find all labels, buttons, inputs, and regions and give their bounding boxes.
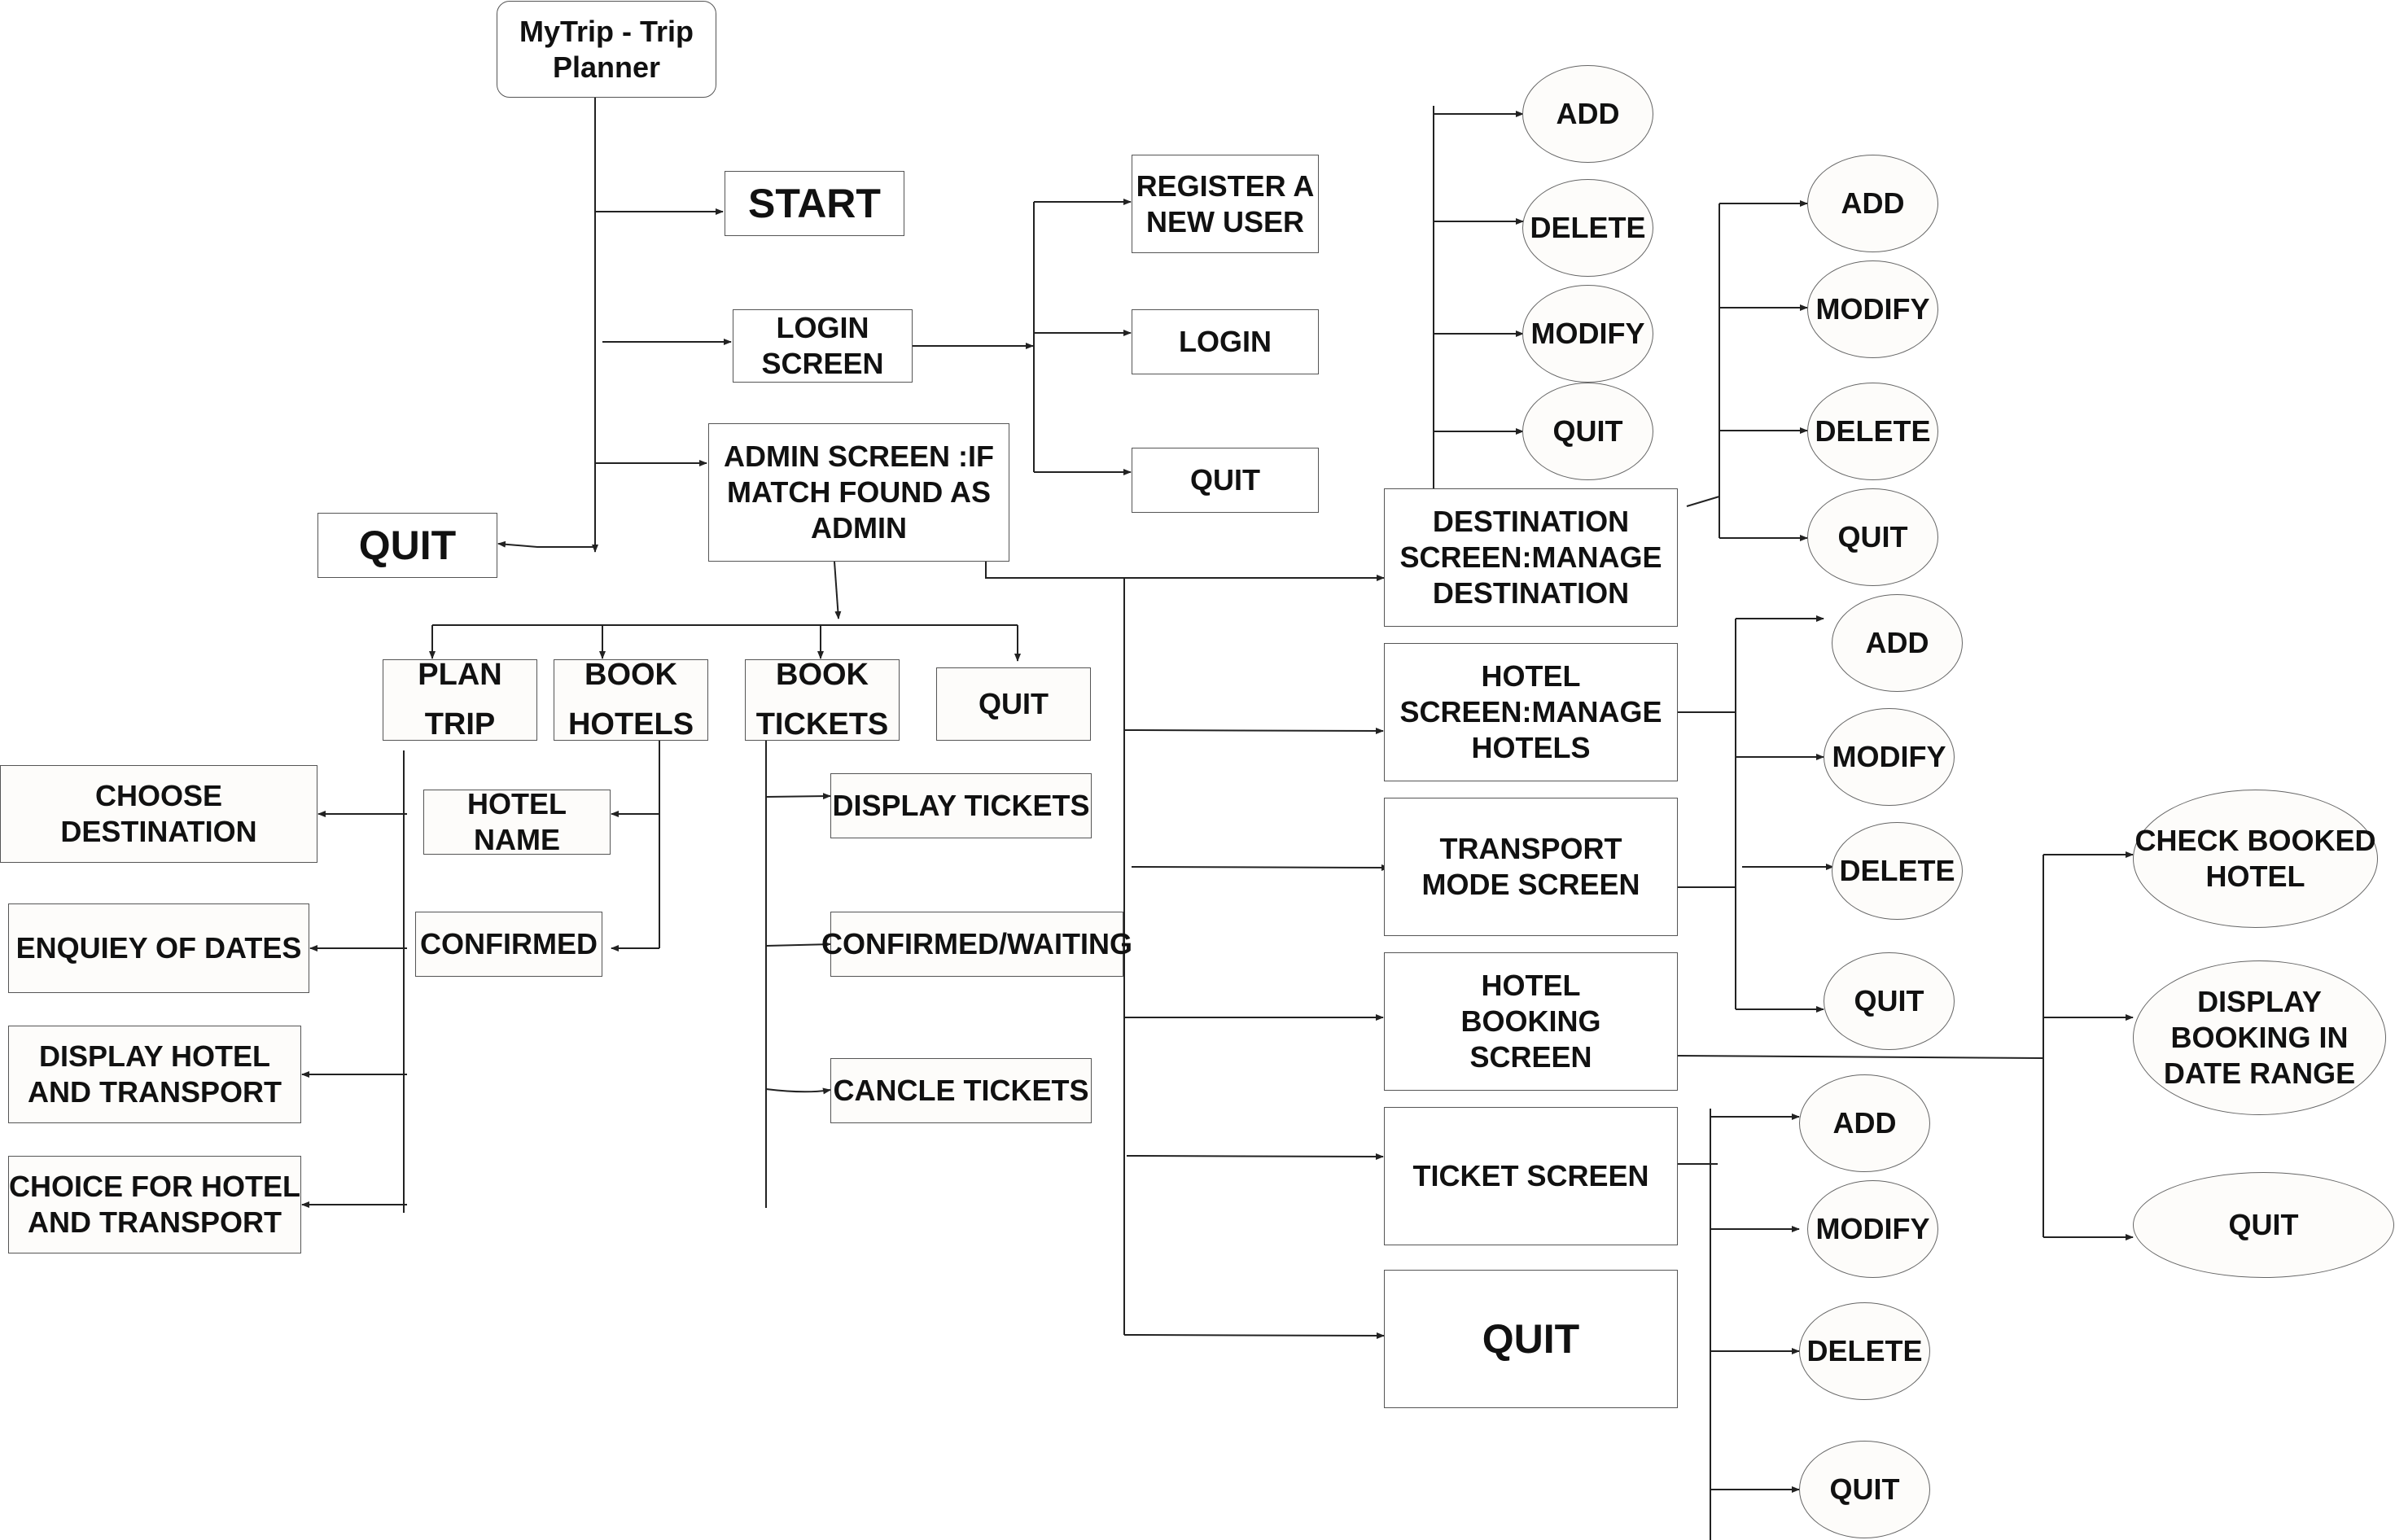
dest-quit-node: QUIT — [1807, 488, 1938, 586]
admin-screen-node: ADMIN SCREEN :IF MATCH FOUND AS ADMIN — [708, 423, 1009, 562]
check-booked-hotel-node: CHECK BOOKED HOTEL — [2133, 790, 2378, 928]
display-tickets-node: DISPLAY TICKETS — [830, 773, 1092, 838]
hotel-modify-node: MODIFY — [1824, 708, 1955, 806]
display-hotel-transport-node: DISPLAY HOTEL AND TRANSPORT — [8, 1026, 301, 1123]
register-user-node: REGISTER A NEW USER — [1132, 155, 1319, 253]
dest-top-modify-node: MODIFY — [1522, 285, 1653, 383]
plan-trip-node: PLAN TRIP — [383, 658, 537, 742]
root-title-node: MyTrip - Trip Planner — [497, 1, 716, 98]
cancel-tickets-node: CANCLE TICKETS — [830, 1058, 1092, 1123]
user-quit-node: QUIT — [936, 667, 1091, 741]
display-booking-range-node: DISPLAY BOOKING IN DATE RANGE — [2133, 960, 2386, 1115]
enquiry-dates-node: ENQUIEY OF DATES — [8, 903, 309, 993]
ticket-add-node: ADD — [1799, 1074, 1930, 1172]
ticket-modify-node: MODIFY — [1807, 1180, 1938, 1278]
login-screen-node: LOGIN SCREEN — [733, 309, 913, 383]
main-quit-node: QUIT — [317, 513, 497, 578]
hotel-delete-node: DELETE — [1832, 822, 1963, 920]
dest-top-delete-node: DELETE — [1522, 179, 1653, 277]
choose-destination-node: CHOOSE DESTINATION — [0, 765, 317, 863]
ticket-quit-node: QUIT — [1799, 1441, 1930, 1538]
dest-top-quit-node: QUIT — [1522, 383, 1653, 480]
hotel-name-node: HOTEL NAME — [423, 787, 611, 856]
start-node: START — [725, 171, 904, 236]
choice-hotel-transport-node: CHOICE FOR HOTEL AND TRANSPORT — [8, 1156, 301, 1253]
dest-top-add-node: ADD — [1522, 65, 1653, 163]
hotel-screen-node: HOTEL SCREEN:MANAGE HOTELS — [1384, 643, 1678, 781]
ticket-delete-node: DELETE — [1799, 1302, 1930, 1400]
dest-add-node: ADD — [1807, 155, 1938, 252]
login-node: LOGIN — [1132, 309, 1319, 374]
book-hotels-node: BOOK HOTELS — [554, 658, 708, 742]
dest-delete-node: DELETE — [1807, 383, 1938, 480]
confirmed-node: CONFIRMED — [415, 912, 602, 977]
dest-modify-node: MODIFY — [1807, 260, 1938, 358]
hotel-add-node: ADD — [1832, 594, 1963, 692]
destination-screen-node: DESTINATION SCREEN:MANAGE DESTINATION — [1384, 488, 1678, 627]
admin-quit-node: QUIT — [1384, 1270, 1678, 1408]
confirmed-waiting-node: CONFIRMED/WAITING — [821, 912, 1132, 977]
root-title: MyTrip - Trip Planner — [519, 14, 694, 84]
hotel-booking-screen-node: HOTEL BOOKING SCREEN — [1384, 952, 1678, 1091]
booking-quit-node: QUIT — [2133, 1172, 2394, 1278]
book-tickets-node: BOOK TICKETS — [745, 658, 900, 742]
transport-screen-node: TRANSPORT MODE SCREEN — [1384, 798, 1678, 936]
hotel-quit-node: QUIT — [1824, 952, 1955, 1050]
login-quit-node: QUIT — [1132, 448, 1319, 513]
ticket-screen-node: TICKET SCREEN — [1384, 1107, 1678, 1245]
